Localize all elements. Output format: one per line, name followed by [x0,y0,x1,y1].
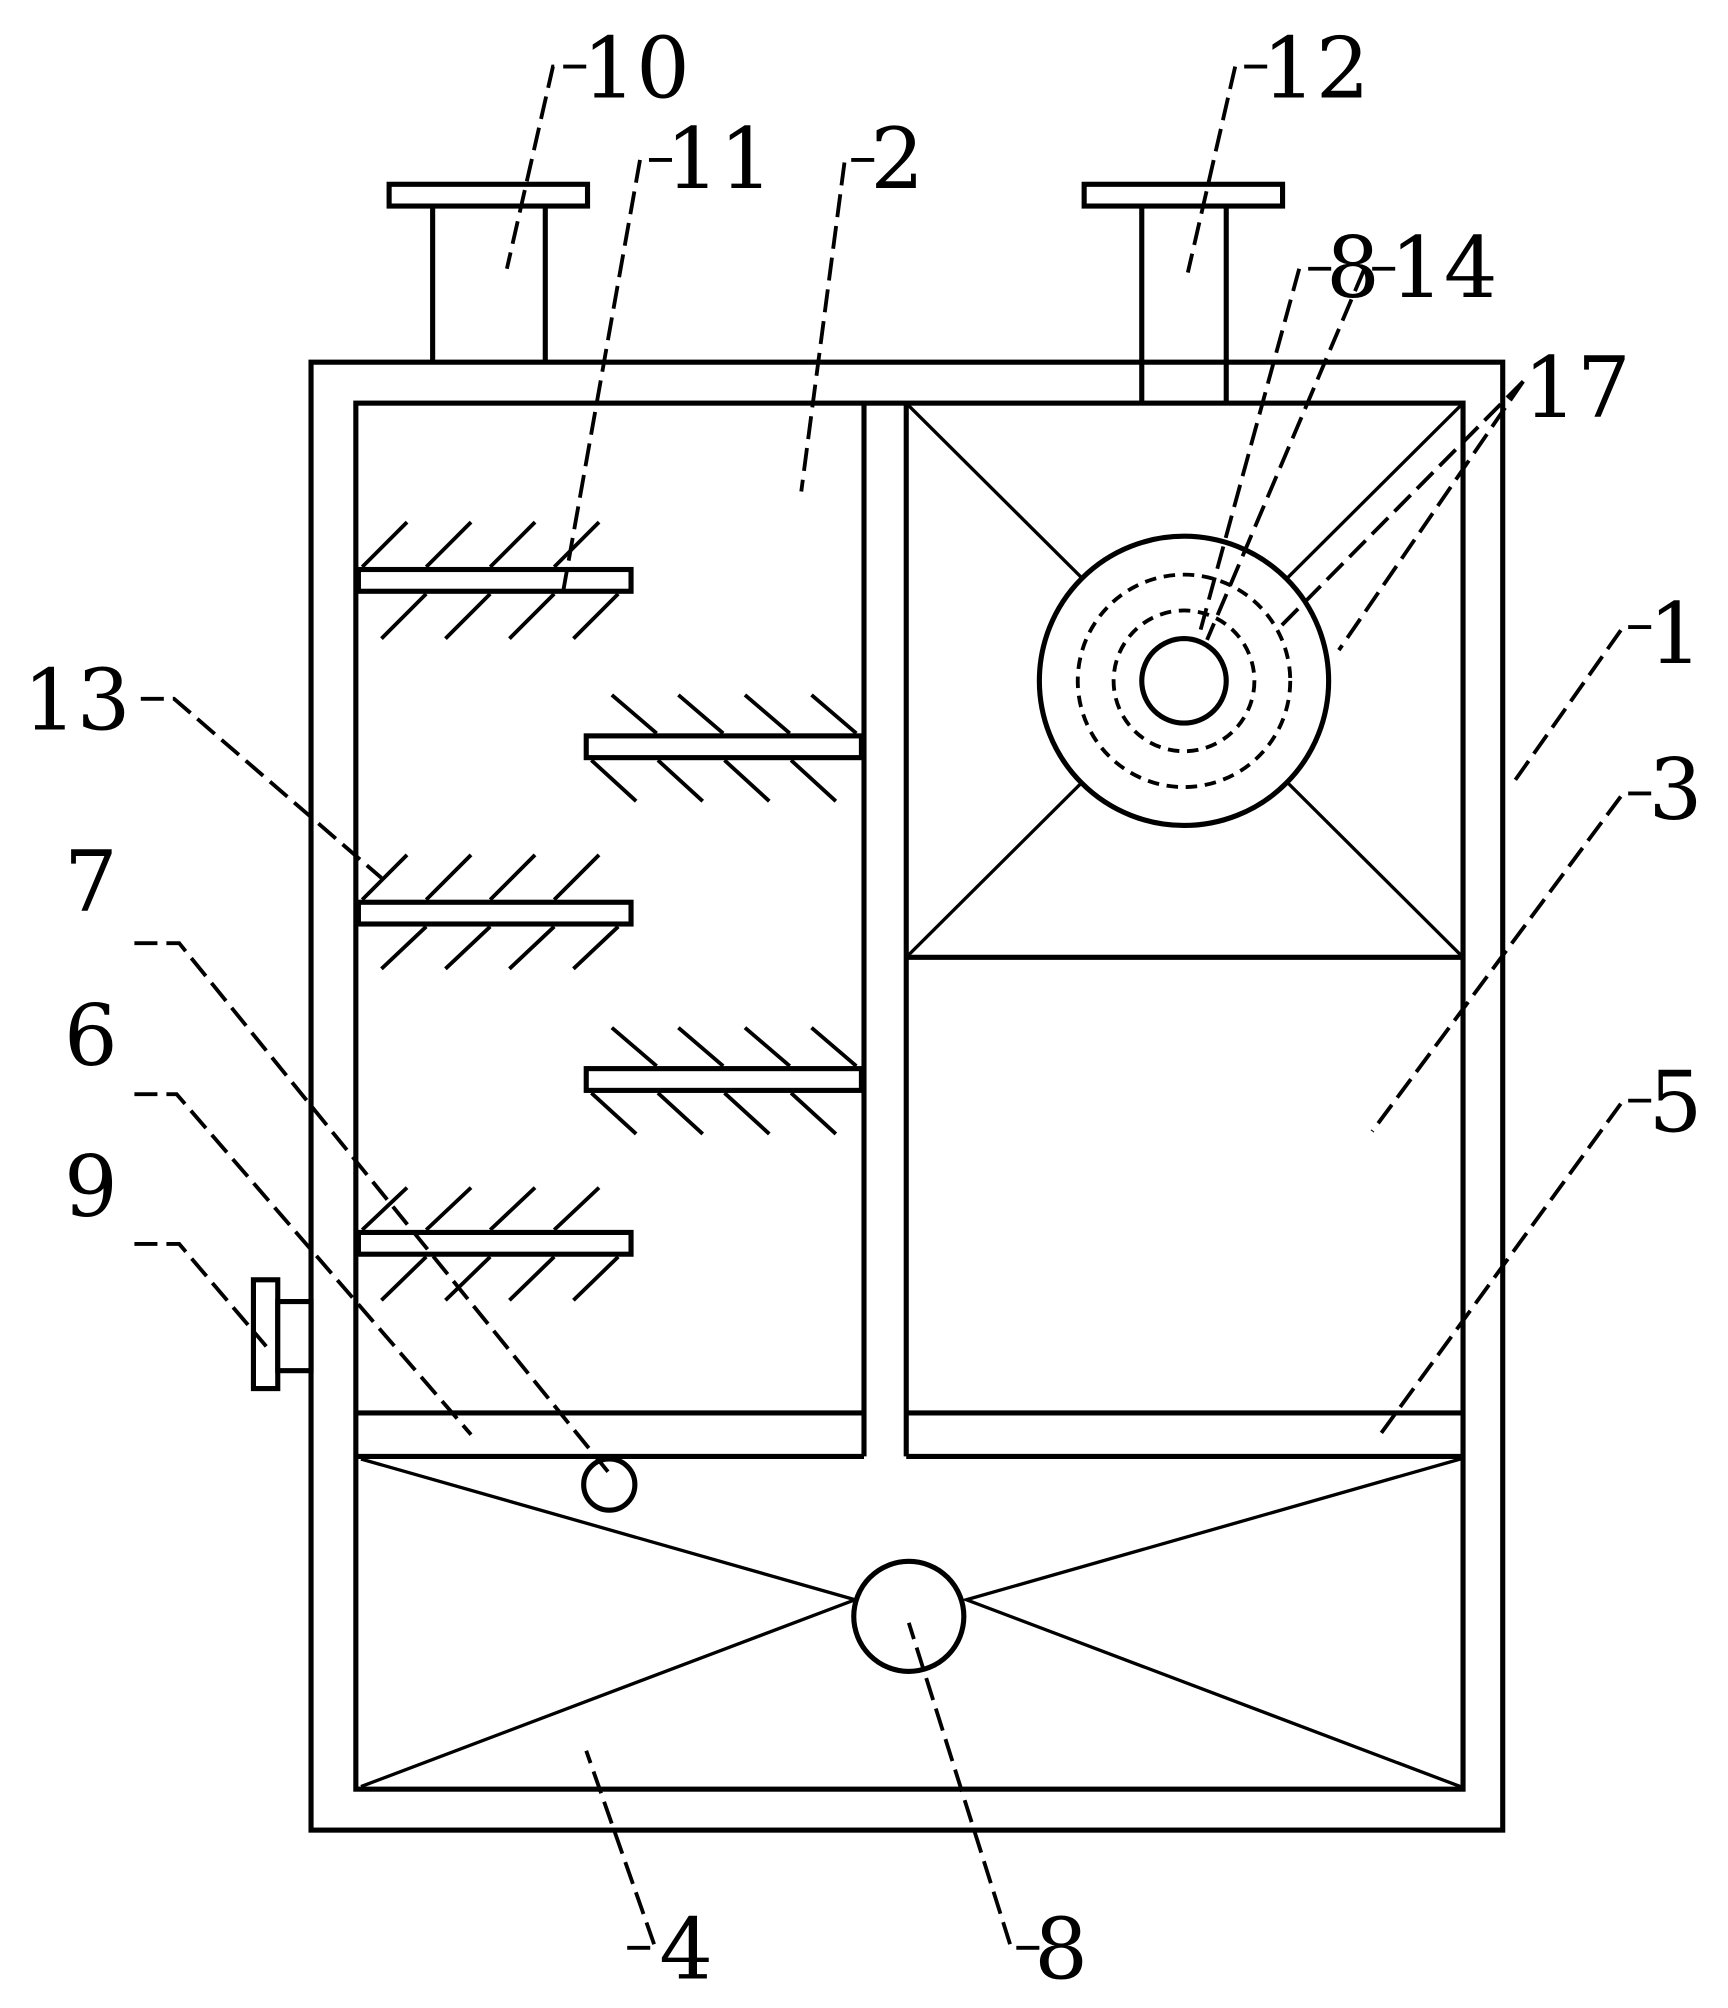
callout-10: 10 [582,19,689,117]
outlet-pipe [1081,181,1286,404]
valve-circle [581,1456,638,1513]
callout-6: 6 [64,987,118,1085]
callout-9: 9 [64,1138,118,1236]
lower-chamber [360,1457,1462,1789]
callout-8-top: 8 [1326,219,1380,317]
callout-17: 17 [1523,339,1630,437]
callout-12: 12 [1262,19,1369,117]
bottom-plates [355,1410,1464,1459]
callout-8-bottom: 8 [1034,1901,1088,1999]
baffle-5 [355,1186,634,1302]
baffle-1 [355,520,634,640]
callout-3: 3 [1649,741,1703,839]
drain-nozzle [250,1277,314,1392]
callout-11: 11 [666,110,773,208]
callout-7: 7 [64,833,118,931]
callout-14: 14 [1390,219,1497,317]
callout-4: 4 [659,1901,713,1999]
baffle-4 [583,1026,864,1136]
callout-13: 13 [23,651,130,749]
callout-2: 2 [870,110,924,208]
baffle-3 [355,853,634,971]
callout-1: 1 [1649,585,1703,683]
inlet-pipe [386,181,591,363]
rotor-assembly [1036,533,1332,829]
baffle-2 [583,693,864,803]
outer-housing [308,359,1506,1833]
callout-5: 5 [1649,1053,1703,1151]
callout-labels: 10 11 2 12 8 14 17 1 3 5 13 7 6 9 4 8 [23,19,1702,1998]
partition-wall [861,403,909,1457]
leader-lines [134,64,1652,1950]
